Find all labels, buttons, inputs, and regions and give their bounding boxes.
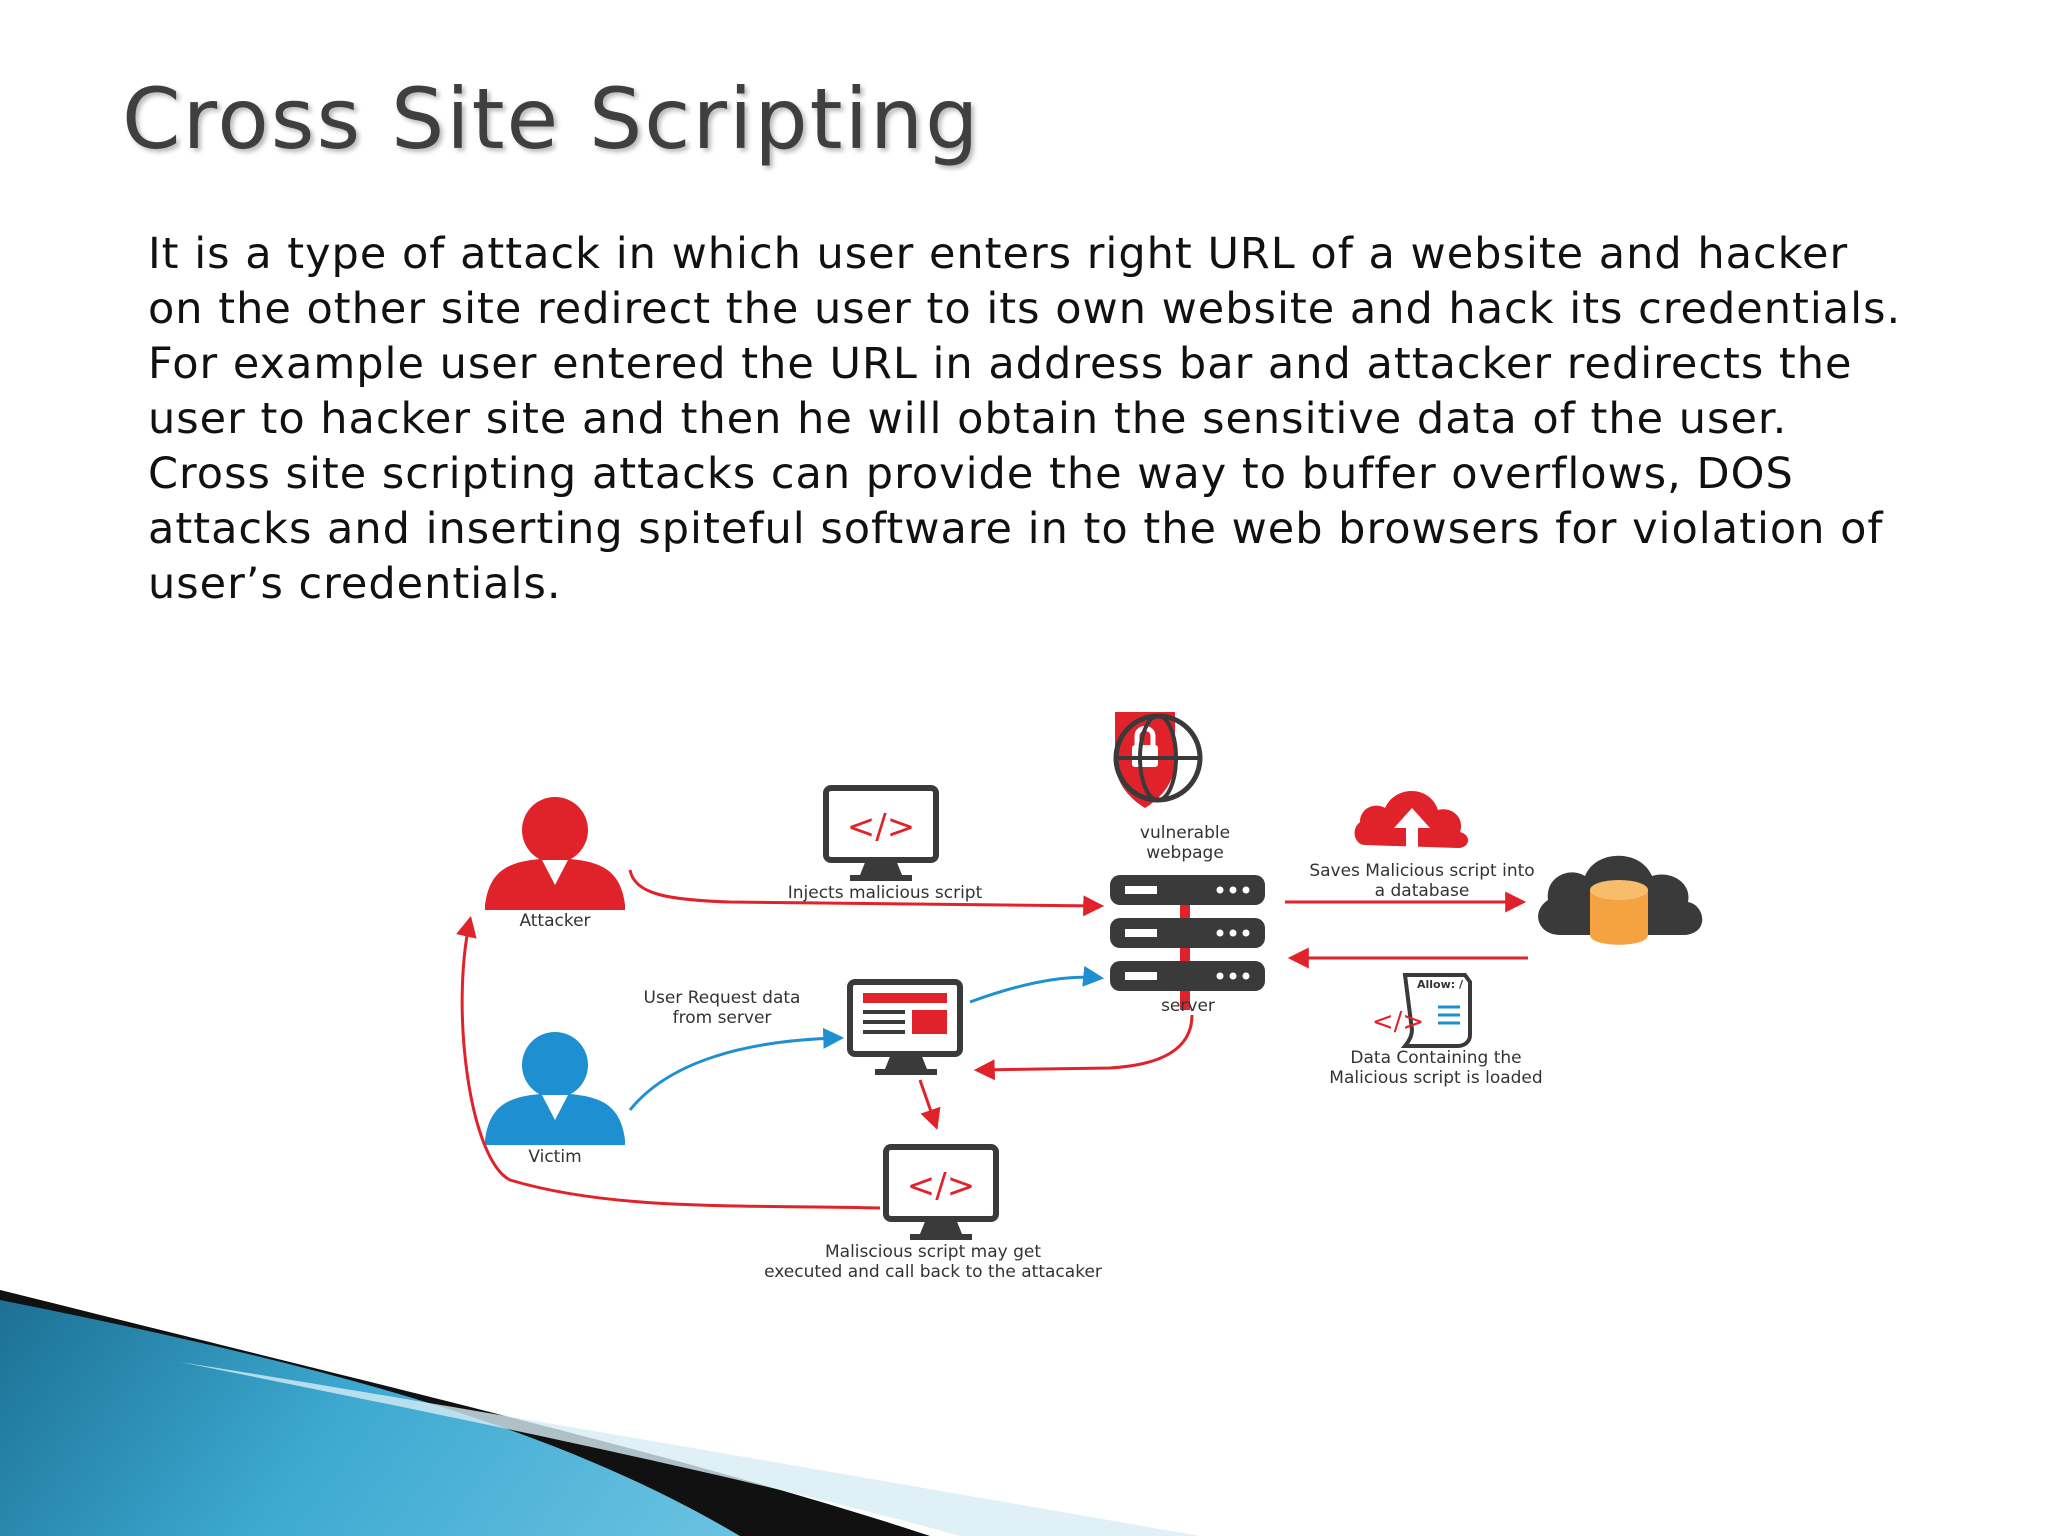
code-glyph-top: </> xyxy=(847,807,915,847)
vulnerable-label-2: webpage xyxy=(1146,843,1224,863)
allow-label: Allow: / xyxy=(1417,978,1464,991)
attacker-icon xyxy=(485,797,625,910)
execute-arrow xyxy=(918,1079,941,1130)
loaded-label-1: Data Containing the xyxy=(1350,1048,1521,1068)
slide-paragraph: It is a type of attack in which user ent… xyxy=(148,229,1902,609)
request-label-1: User Request data xyxy=(644,988,801,1008)
code-glyph-bottom: </> xyxy=(907,1166,975,1206)
callback-arrow xyxy=(456,915,881,1210)
request-arrow xyxy=(628,1027,845,1111)
saves-label-2: a database xyxy=(1375,881,1470,901)
database-cloud-icon xyxy=(1538,855,1703,945)
cloud-upload-icon xyxy=(1354,790,1469,850)
inject-label: Injects malicious script xyxy=(788,883,983,903)
shield-globe-icon xyxy=(1113,712,1203,808)
server-icon xyxy=(1110,875,1265,1010)
executed-label-1: Maliscious script may get xyxy=(825,1242,1041,1262)
slide-title: Cross Site Scripting xyxy=(122,70,981,168)
monitor-code-bottom-icon xyxy=(883,1144,999,1240)
forward-request-arrow xyxy=(969,965,1105,1004)
loaded-label-2: Malicious script is loaded xyxy=(1329,1068,1542,1088)
response-arrow xyxy=(973,1014,1194,1081)
code-glyph-doc: </> xyxy=(1372,1007,1424,1037)
request-label-2: from server xyxy=(673,1008,772,1028)
victim-label: Victim xyxy=(528,1147,581,1167)
executed-label-2: executed and call back to the attacaker xyxy=(764,1262,1102,1282)
xss-diagram: Attacker Victim </> Injects malicious sc… xyxy=(456,712,1703,1282)
monitor-webpage-icon xyxy=(847,979,963,1075)
vulnerable-label-1: vulnerable xyxy=(1140,823,1230,843)
document-code-icon xyxy=(1400,973,1472,1048)
saves-label-1: Saves Malicious script into xyxy=(1309,861,1534,881)
server-label: server xyxy=(1161,996,1215,1016)
attacker-label: Attacker xyxy=(519,911,590,931)
monitor-code-icon xyxy=(823,785,939,881)
victim-icon xyxy=(485,1032,625,1145)
inject-arrow xyxy=(628,869,1105,917)
